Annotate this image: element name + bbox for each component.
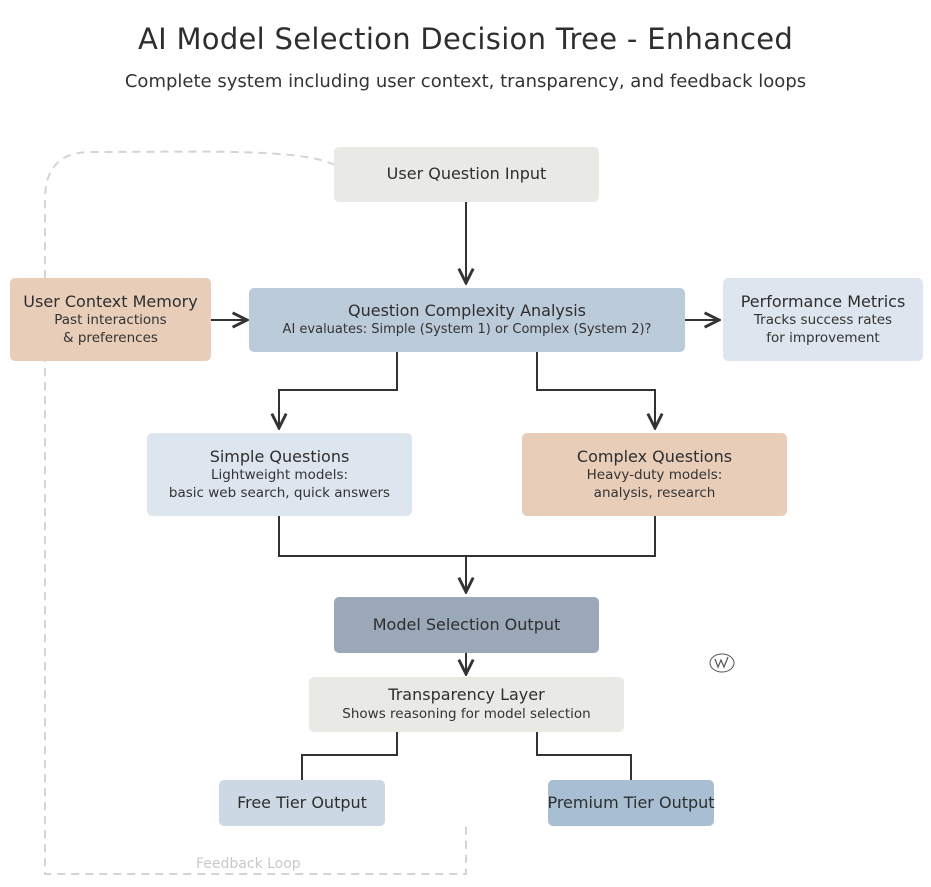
node-title: Complex Questions	[576, 446, 733, 466]
node-title: Premium Tier Output	[547, 792, 715, 812]
node-title: Performance Metrics	[740, 291, 906, 311]
node-question-complexity-analysis: Question Complexity Analysis AI evaluate…	[249, 288, 685, 352]
node-complex-questions: Complex Questions Heavy-duty models: ana…	[522, 433, 787, 516]
node-desc: AI evaluates: Simple (System 1) or Compl…	[282, 321, 652, 337]
node-desc: Tracks success rates	[753, 312, 893, 329]
node-model-selection-output: Model Selection Output	[334, 597, 599, 653]
node-desc: Heavy-duty models:	[586, 467, 723, 484]
node-title: Simple Questions	[209, 446, 350, 466]
node-title: Transparency Layer	[388, 685, 545, 705]
node-desc: Past interactions	[54, 312, 167, 329]
node-desc: for improvement	[766, 329, 880, 346]
feedback-loop-label: Feedback Loop	[196, 856, 301, 872]
node-desc: analysis, research	[593, 484, 716, 501]
line-transparency-premium	[536, 732, 632, 780]
node-performance-metrics: Performance Metrics Tracks success rates…	[723, 278, 923, 361]
node-user-context-memory: User Context Memory Past interactions & …	[10, 278, 211, 361]
line-transparency-free	[301, 732, 398, 780]
node-title: Free Tier Output	[237, 792, 367, 812]
arrow-analysis-simple	[279, 352, 398, 428]
diagram-subtitle: Complete system including user context, …	[124, 71, 807, 92]
node-title: Model Selection Output	[372, 614, 561, 634]
diagram-title: AI Model Selection Decision Tree - Enhan…	[137, 22, 794, 56]
arrow-analysis-complex	[536, 352, 655, 428]
node-desc: & preferences	[63, 329, 158, 346]
feedback-loop-path	[44, 150, 467, 875]
node-desc: Shows reasoning for model selection	[342, 706, 591, 723]
arrow-merge-selection	[278, 516, 656, 592]
node-desc: basic web search, quick answers	[168, 484, 391, 501]
node-user-question-input: User Question Input	[334, 147, 599, 202]
node-title: Question Complexity Analysis	[347, 301, 587, 321]
node-transparency-layer: Transparency Layer Shows reasoning for m…	[309, 677, 624, 732]
node-free-tier-output: Free Tier Output	[219, 780, 385, 826]
node-desc: Lightweight models:	[210, 467, 349, 484]
node-premium-tier-output: Premium Tier Output	[547, 780, 715, 826]
node-title: User Context Memory	[23, 291, 198, 311]
signature-mark-icon	[709, 653, 735, 673]
node-simple-questions: Simple Questions Lightweight models: bas…	[147, 433, 412, 516]
node-title: User Question Input	[386, 164, 547, 184]
